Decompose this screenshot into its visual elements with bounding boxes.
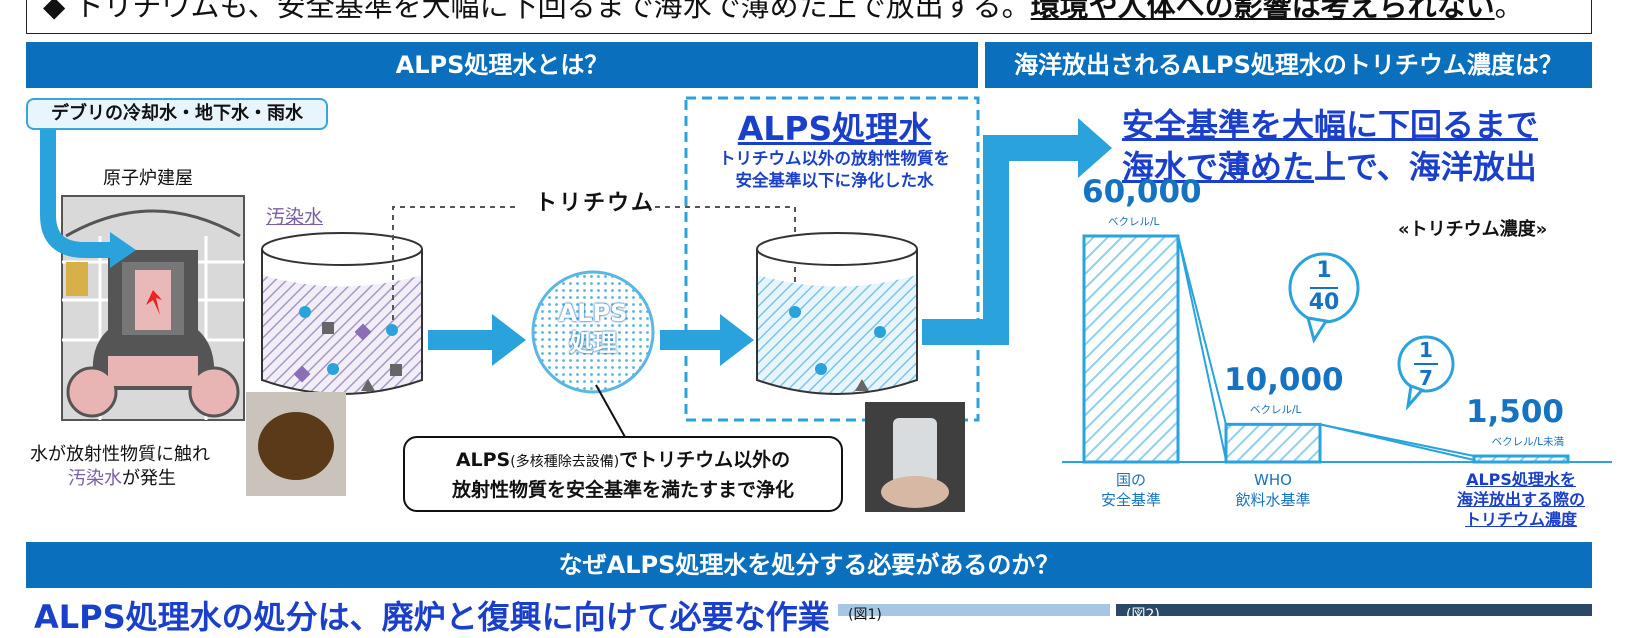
bar-value-label-2: 1,500	[1465, 394, 1564, 430]
banner-end: 。	[1494, 0, 1524, 23]
alps-circle-text: ALPS 処理	[528, 298, 658, 358]
bar-category-label-0: 国の安全基準	[1100, 471, 1161, 509]
caption-occurs: が発生	[122, 468, 176, 489]
bottom-headline: ALPS処理水の処分は、廃炉と復興に向けて必要な作業	[34, 598, 830, 636]
process-diagram	[40, 96, 1612, 616]
bar-value-label-1: 10,000	[1224, 362, 1344, 399]
reactor-building-illustration	[61, 195, 245, 421]
callout-line1-rest: でトリチウム以外の	[619, 449, 791, 471]
why-dispose-header: なぜALPS処理水を処分する必要があるのか？	[26, 542, 1592, 588]
callout-equipment: (多核種除去設備)	[510, 454, 620, 470]
treated-desc-line2: 安全基準以下に浄化した水	[735, 171, 934, 190]
bar-unit-label-0: ベクレル/L	[1108, 216, 1160, 228]
bottom-photo-1-label: (図1)	[848, 607, 882, 623]
caption-line1: 水が放射性物質に触れ	[30, 444, 210, 465]
headline-line2-underlined: 海水で薄めた	[1122, 148, 1315, 186]
banner-emphasis: 環境や人体への影響は考えられない	[1030, 0, 1495, 23]
bar-2	[1472, 454, 1570, 464]
callout-line2: 放射性物質を安全基準を満たすまで浄化	[451, 479, 794, 501]
callout-alps: ALPS	[455, 449, 511, 471]
alps-callout: ALPS(多核種除去設備)でトリチウム以外の 放射性物質を安全基準を満たすまで浄…	[403, 436, 843, 512]
water-inflow-arrow	[40, 118, 112, 258]
ratio1-numerator: 1	[1316, 258, 1332, 283]
bottom-photo-2	[1116, 604, 1592, 616]
bar-unit-label-2: ベクレル/L未満	[1491, 436, 1564, 448]
dilution-diagonal-0	[1177, 235, 1227, 461]
flow-arrow-2	[660, 314, 754, 366]
reactor-building-label: 原子炉建屋	[103, 168, 193, 189]
bar-1	[1224, 422, 1322, 464]
contamination-caption: 水が放射性物質に触れ 汚染水が発生	[30, 443, 210, 491]
treated-water-description: トリチウム以外の放射性物質を 安全基準以下に浄化した水	[687, 148, 982, 192]
alps-water-header: ALPS処理水とは？	[26, 42, 978, 88]
chart-legend-title: «トリチウム濃度»	[1398, 219, 1548, 240]
bottom-photo-2-label: (図2)	[1126, 607, 1160, 623]
bar-0	[1082, 234, 1180, 464]
treated-desc-line1: トリチウム以外の放射性物質を	[719, 149, 950, 168]
headline-line2-rest: 上で、海洋放出	[1314, 148, 1537, 186]
water-source-label: デブリの冷却水・地下水・雨水	[26, 98, 328, 130]
bar-value-label-0: 60,000	[1082, 174, 1202, 210]
contaminated-water-label: 汚染水	[266, 206, 324, 228]
ratio-bubble-1-40	[1288, 252, 1360, 344]
dilution-line-0-0	[1177, 235, 1227, 425]
tritium-concentration-header: 海洋放出されるALPS処理水のトリチウム濃度は？	[985, 42, 1592, 88]
alps-circle-line1: ALPS	[558, 299, 628, 327]
discharge-headline: 安全基準を大幅に下回るまで 海水で薄めた上で、海洋放出	[1122, 104, 1592, 188]
caption-contaminated: 汚染水	[68, 468, 122, 489]
ratio1-denominator: 40	[1308, 290, 1340, 315]
flow-arrow-1	[428, 314, 526, 366]
treated-water-tank	[756, 232, 918, 395]
bottom-photo-1	[838, 604, 1110, 616]
ratio-bubble-1-7	[1397, 335, 1455, 411]
alps-circle-line2: 処理	[569, 329, 617, 357]
banner-text: ◆ トリチウムも、安全基準を大幅に下回るまで海水で薄めた上で放出する。	[43, 0, 1031, 23]
dilution-diagonal-1	[1319, 423, 1475, 461]
discharge-arrow	[922, 135, 1082, 345]
treated-water-title: ALPS処理水	[737, 109, 932, 148]
bar-category-label-2: ALPS処理水を海洋放出する際のトリチウム濃度	[1456, 470, 1585, 529]
tritium-label: トリチウム	[535, 191, 656, 216]
alps-equipment-circle	[531, 270, 655, 394]
treated-water-box	[684, 96, 980, 422]
top-banner: ◆ トリチウムも、安全基準を大幅に下回るまで海水で薄めた上で放出する。環境や人体…	[26, 0, 1592, 34]
ratio2-denominator: 7	[1419, 366, 1433, 390]
ratio2-numerator: 1	[1419, 338, 1433, 362]
contaminated-water-tank	[261, 232, 423, 395]
bar-unit-label-1: ベクレル/L	[1250, 404, 1302, 417]
headline-line1: 安全基準を大幅に下回るまで	[1122, 106, 1539, 144]
